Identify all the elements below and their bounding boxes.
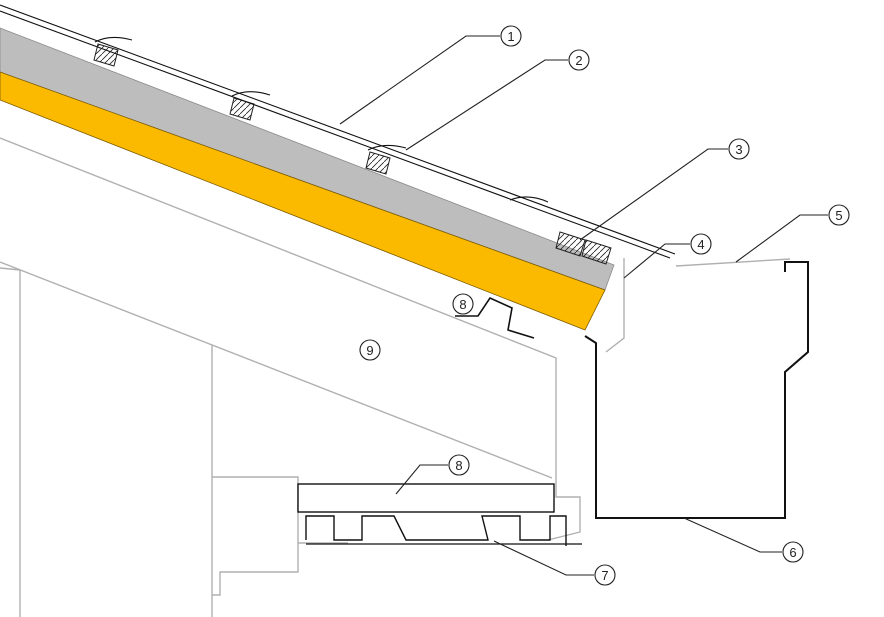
ventilation-profile-lower	[305, 515, 567, 546]
callout-2: 2	[568, 49, 590, 71]
ventilation-profile-upper	[455, 296, 535, 339]
eave-flashing	[605, 258, 625, 353]
callout-1: 1	[500, 25, 522, 47]
callout-label: 7	[601, 568, 608, 583]
callout-label: 8	[459, 297, 466, 312]
insulation-layer	[0, 71, 606, 331]
callout-label: 3	[735, 142, 742, 157]
callout-label: 2	[575, 53, 582, 68]
callout-label: 9	[366, 343, 373, 358]
concrete-layer	[0, 27, 615, 291]
gutter-section	[584, 261, 809, 519]
callout-8-lower: 8	[448, 454, 470, 476]
roof-battens	[93, 43, 612, 265]
timber-beam	[297, 483, 555, 513]
callout-3: 3	[728, 138, 750, 160]
callout-9: 9	[359, 339, 381, 361]
callout-label: 6	[789, 545, 796, 560]
wall-structure	[0, 137, 581, 617]
callout-label: 1	[507, 29, 514, 44]
callout-leaders	[339, 35, 828, 576]
callout-label: 8	[455, 458, 462, 473]
callout-6: 6	[782, 541, 804, 563]
callout-5: 5	[828, 204, 850, 226]
gutter-outer-line	[675, 258, 791, 267]
callout-4: 4	[690, 233, 712, 255]
callouts: 1 2 3 4 5 6 7 8	[359, 25, 850, 586]
callout-label: 4	[697, 237, 704, 252]
callout-8-upper: 8	[452, 293, 474, 315]
callout-label: 5	[835, 208, 842, 223]
roof-metal-sheet	[0, 4, 676, 259]
callout-7: 7	[594, 564, 616, 586]
